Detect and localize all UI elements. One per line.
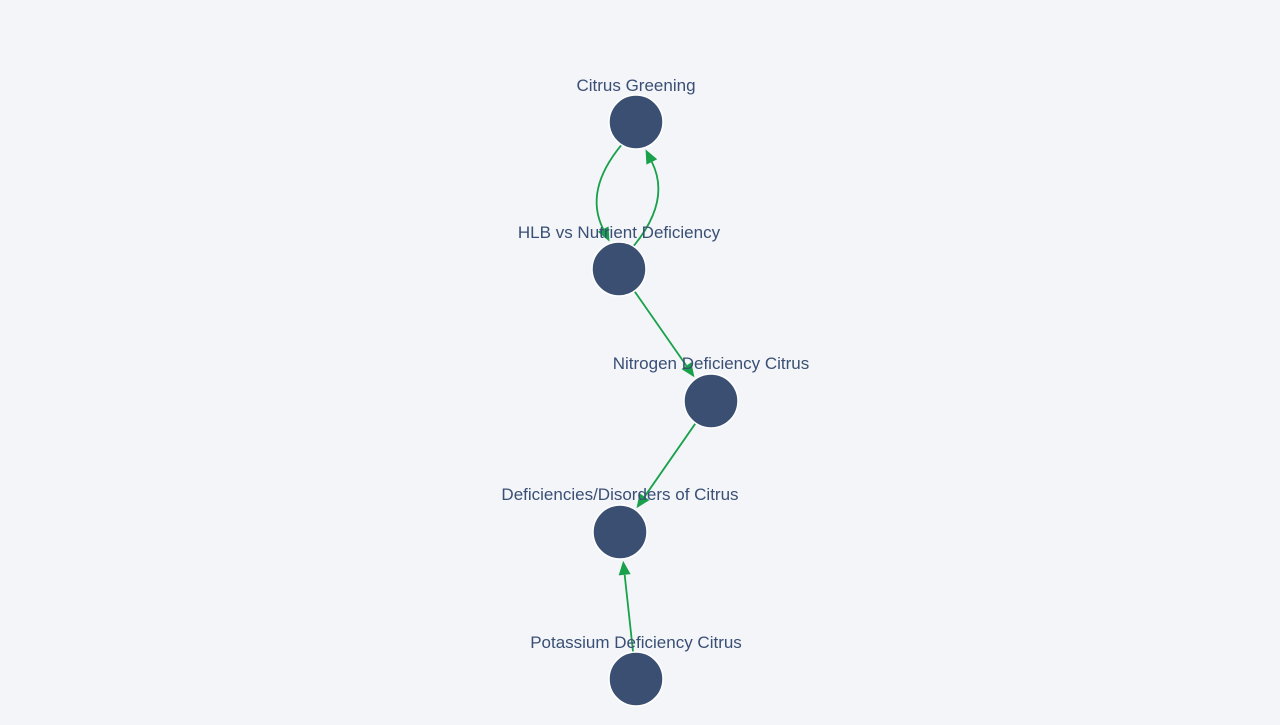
edge-hlb-vs-nutrient-deficiency-to-nitrogen-deficiency-citrus[interactable] (633, 290, 688, 367)
edge-potassium-deficiency-citrus-to-deficiencies-disorders-of-citrus[interactable] (623, 574, 634, 653)
arrowhead-hlb-vs-nutrient-deficiency-to-citrus-greening (645, 149, 658, 165)
node-hlb-vs-nutrient-deficiency[interactable]: HLB vs Nutrient Deficiency (518, 223, 721, 297)
node-nitrogen-deficiency-citrus[interactable]: Nitrogen Deficiency Citrus (613, 354, 810, 429)
arrowhead-nitrogen-deficiency-citrus-to-deficiencies-disorders-of-citrus (636, 493, 650, 509)
node-circle[interactable] (608, 651, 664, 707)
node-circle[interactable] (683, 373, 739, 429)
node-deficiencies-disorders-of-citrus[interactable]: Deficiencies/Disorders of Citrus (501, 485, 739, 560)
edge-hlb-vs-nutrient-deficiency-to-citrus-greening[interactable] (632, 161, 660, 247)
node-label: Potassium Deficiency Citrus (530, 633, 742, 652)
arrowhead-potassium-deficiency-citrus-to-deficiencies-disorders-of-citrus (618, 560, 631, 576)
nodes-layer: Citrus Greening HLB vs Nutrient Deficien… (501, 76, 810, 707)
node-potassium-deficiency-citrus[interactable]: Potassium Deficiency Citrus (530, 633, 742, 707)
edges-layer (595, 144, 697, 653)
node-citrus-greening[interactable]: Citrus Greening (576, 76, 696, 150)
arrowhead-hlb-vs-nutrient-deficiency-to-nitrogen-deficiency-citrus (681, 362, 695, 378)
node-label: HLB vs Nutrient Deficiency (518, 223, 721, 242)
node-label: Nitrogen Deficiency Citrus (613, 354, 810, 373)
edge-nitrogen-deficiency-citrus-to-deficiencies-disorders-of-citrus[interactable] (643, 422, 697, 498)
node-label: Citrus Greening (576, 76, 695, 95)
node-label: Deficiencies/Disorders of Citrus (501, 485, 738, 504)
node-circle[interactable] (591, 241, 647, 297)
edge-citrus-greening-to-hlb-vs-nutrient-deficiency[interactable] (595, 144, 623, 230)
arrowhead-citrus-greening-to-hlb-vs-nutrient-deficiency (597, 226, 610, 242)
node-circle[interactable] (592, 504, 648, 560)
node-circle[interactable] (608, 94, 664, 150)
